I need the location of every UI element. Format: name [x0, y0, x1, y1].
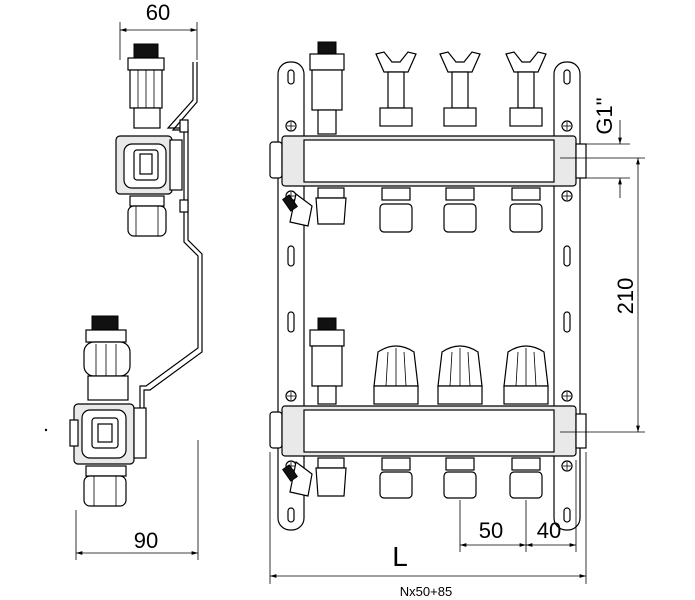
rail-screws	[285, 120, 573, 472]
dim-top-width: 60	[146, 0, 170, 25]
front-view	[269, 41, 645, 584]
dim-spacing-50: 50	[479, 518, 503, 543]
top-flowmeters	[375, 51, 547, 127]
top-outlet-fittings	[315, 187, 543, 233]
bottom-valve-caps	[373, 345, 549, 405]
dim-bottom-width: 90	[134, 528, 158, 553]
dim-length-formula: Nx50+85	[400, 584, 452, 599]
dim-thread: G1"	[592, 97, 617, 134]
dim-length-symbol: L	[392, 541, 408, 572]
dim-end-40: 40	[537, 518, 561, 543]
dim-height-210: 210	[613, 278, 638, 315]
side-view	[44, 22, 203, 560]
bottom-outlet-fittings	[315, 457, 543, 499]
